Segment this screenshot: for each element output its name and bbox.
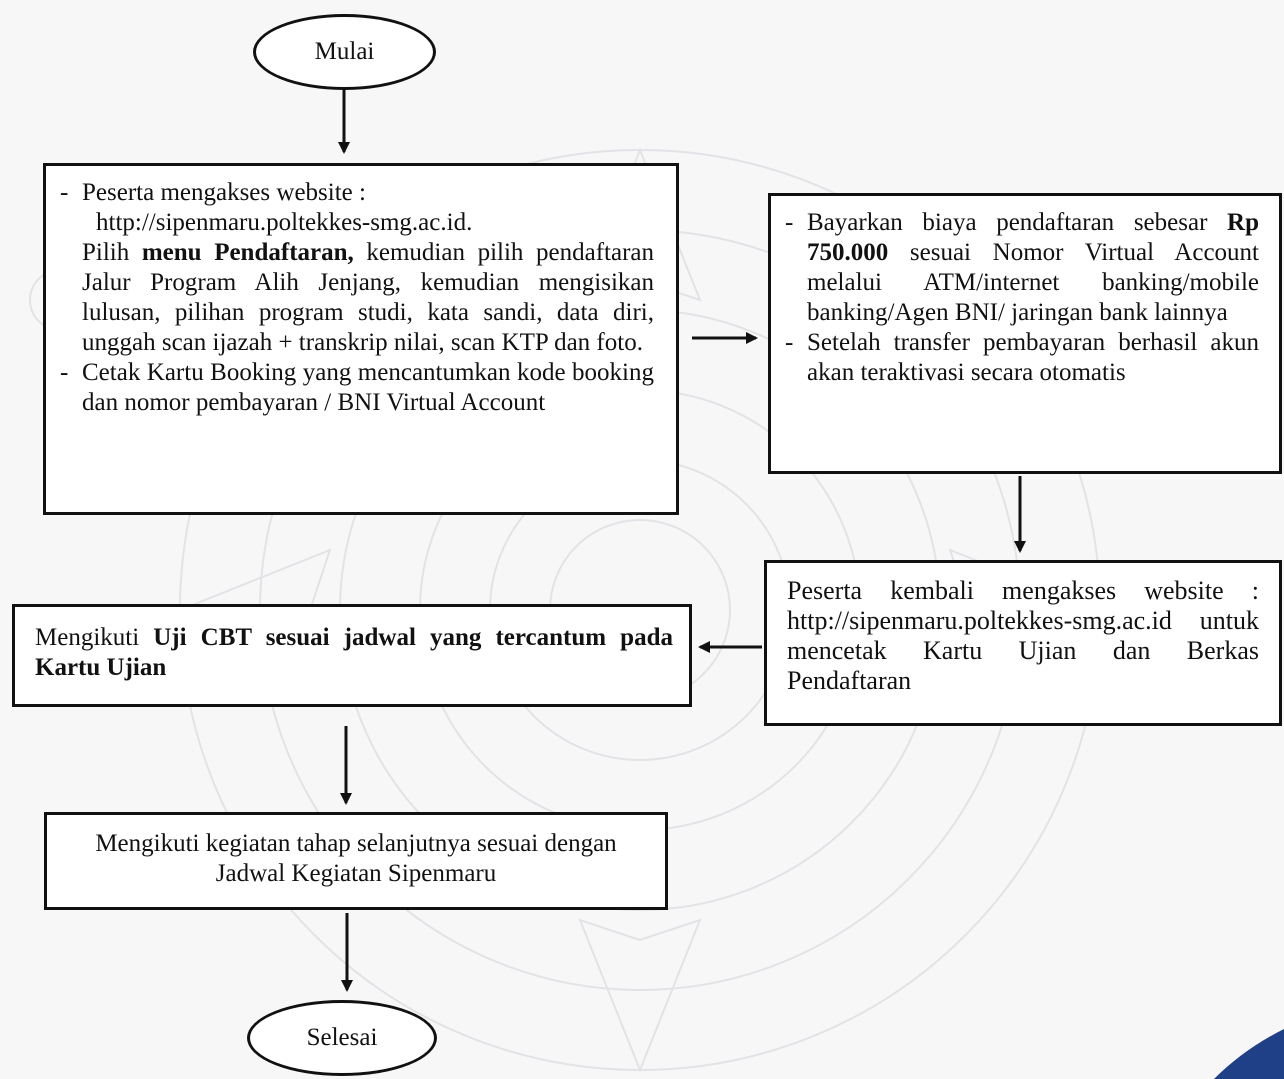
step2-pay-text: Bayarkan biaya pendaftaran sebesar Rp 75… [807, 209, 1259, 326]
menu-pendaftaran-emphasis: menu Pendaftaran, [141, 239, 354, 266]
step-next-activities: Mengikuti kegiatan tahap selanjutnya ses… [44, 812, 668, 910]
step1-url: http://sipenmaru.poltekkes-smg.ac.id. [96, 209, 473, 236]
bullet-dash: - [60, 179, 69, 206]
bullet-dash: - [60, 359, 69, 386]
step1-menu-instruction: Pilih menu Pendaftaran, kemudian pilih p… [82, 239, 655, 356]
step5-text: Mengikuti kegiatan tahap selanjutnya ses… [95, 830, 617, 887]
end-node: Selesai [247, 1000, 437, 1076]
step1-access-line: Peserta mengakses website : [82, 179, 366, 206]
corner-accent-shape [1214, 1029, 1284, 1079]
step1-item-print-booking: - Cetak Kartu Booking yang mencantumkan … [60, 358, 654, 418]
step1-item-access: - Peserta mengakses website : http://sip… [60, 178, 654, 358]
end-label: Selesai [306, 1024, 378, 1051]
step2-item-pay: - Bayarkan biaya pendaftaran sebesar Rp … [785, 208, 1259, 328]
step1-print-booking-text: Cetak Kartu Booking yang mencantumkan ko… [82, 359, 654, 416]
step2-activation-text: Setelah transfer pembayaran berhasil aku… [807, 329, 1259, 386]
step4-prefix: Mengikuti [35, 624, 154, 651]
step4-emphasis: Uji CBT sesuai jadwal yang tercantum pad… [35, 624, 673, 681]
step-print-exam-card: Peserta kembali mengakses website : http… [764, 560, 1282, 726]
start-node: Mulai [253, 14, 436, 90]
bullet-dash: - [785, 329, 794, 356]
step3-text: Peserta kembali mengakses website : http… [787, 576, 1259, 695]
start-label: Mulai [314, 38, 375, 65]
step-register-website: - Peserta mengakses website : http://sip… [43, 163, 679, 515]
fee-amount: Rp 750.000 [807, 209, 1259, 266]
step-payment: - Bayarkan biaya pendaftaran sebesar Rp … [768, 193, 1282, 474]
bullet-dash: - [785, 209, 794, 236]
step2-item-activation: - Setelah transfer pembayaran berhasil a… [785, 328, 1259, 388]
step-cbt-exam: Mengikuti Uji CBT sesuai jadwal yang ter… [12, 604, 692, 707]
